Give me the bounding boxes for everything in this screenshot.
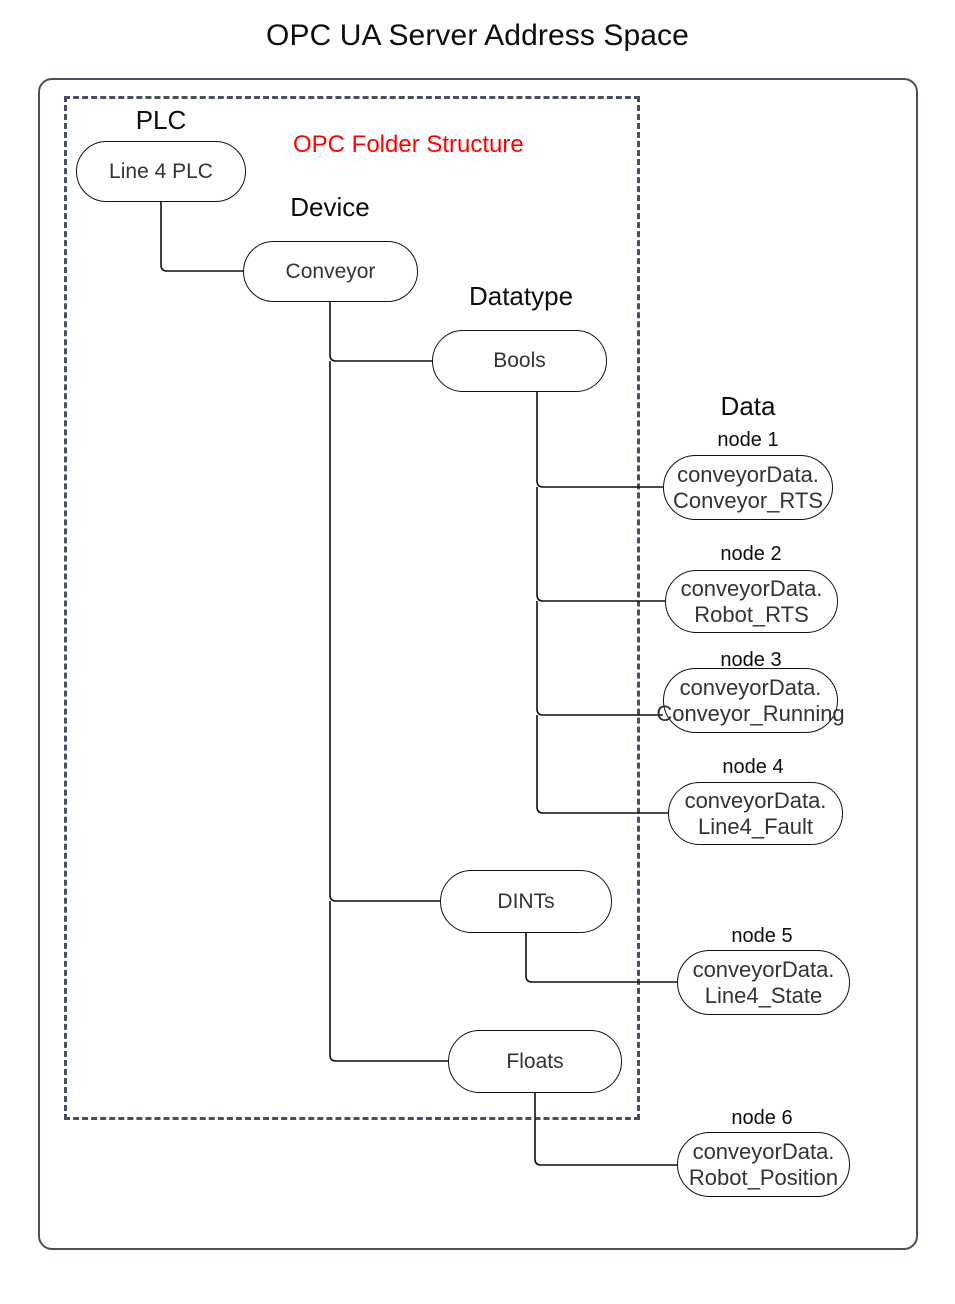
group-label-data: Data: [720, 391, 776, 421]
data-node-conveyor-running[interactable]: conveyorData. Conveyor_Running: [656, 668, 845, 733]
node-line-4-plc[interactable]: Line 4 PLC: [76, 141, 246, 202]
data-node-2-line1: conveyorData.: [680, 575, 823, 601]
data-node-3-line2: Conveyor_Running: [656, 700, 845, 726]
group-label-plc: PLC: [135, 105, 187, 135]
node-caption-5: node 5: [731, 925, 793, 947]
data-node-6-line1: conveyorData.: [692, 1138, 835, 1164]
group-label-datatype: Datatype: [468, 281, 574, 311]
group-label-device: Device: [290, 192, 370, 222]
node-caption-1: node 1: [717, 429, 779, 451]
data-node-robot-position[interactable]: conveyorData. Robot_Position: [677, 1132, 850, 1197]
node-caption-2: node 2: [720, 543, 782, 565]
node-caption-6: node 6: [731, 1107, 793, 1129]
data-node-line4-fault[interactable]: conveyorData. Line4_Fault: [668, 782, 843, 845]
data-node-line4-state[interactable]: conveyorData. Line4_State: [677, 950, 850, 1015]
node-conveyor[interactable]: Conveyor: [243, 241, 418, 302]
node-caption-4: node 4: [722, 756, 784, 778]
address-space-frame: [38, 78, 918, 1250]
data-node-1-line1: conveyorData.: [677, 461, 819, 487]
data-node-5-line2: Line4_State: [704, 982, 823, 1008]
data-node-5-line1: conveyorData.: [692, 956, 835, 982]
data-node-2-line2: Robot_RTS: [694, 601, 809, 627]
data-node-conveyor-rts[interactable]: conveyorData. Conveyor_RTS: [663, 455, 833, 520]
opc-folder-structure-caption: OPC Folder Structure: [293, 131, 524, 158]
data-node-4-line2: Line4_Fault: [698, 813, 813, 839]
data-node-6-line2: Robot_Position: [688, 1164, 839, 1190]
node-bools[interactable]: Bools: [432, 330, 607, 392]
node-dints[interactable]: DINTs: [440, 870, 612, 933]
data-node-3-line1: conveyorData.: [679, 674, 822, 700]
data-node-4-line1: conveyorData.: [684, 787, 827, 813]
page-title: OPC UA Server Address Space: [266, 19, 689, 52]
data-node-robot-rts[interactable]: conveyorData. Robot_RTS: [665, 570, 838, 633]
node-caption-3: node 3: [720, 649, 782, 671]
node-floats[interactable]: Floats: [448, 1030, 622, 1093]
data-node-1-line2: Conveyor_RTS: [673, 487, 823, 513]
